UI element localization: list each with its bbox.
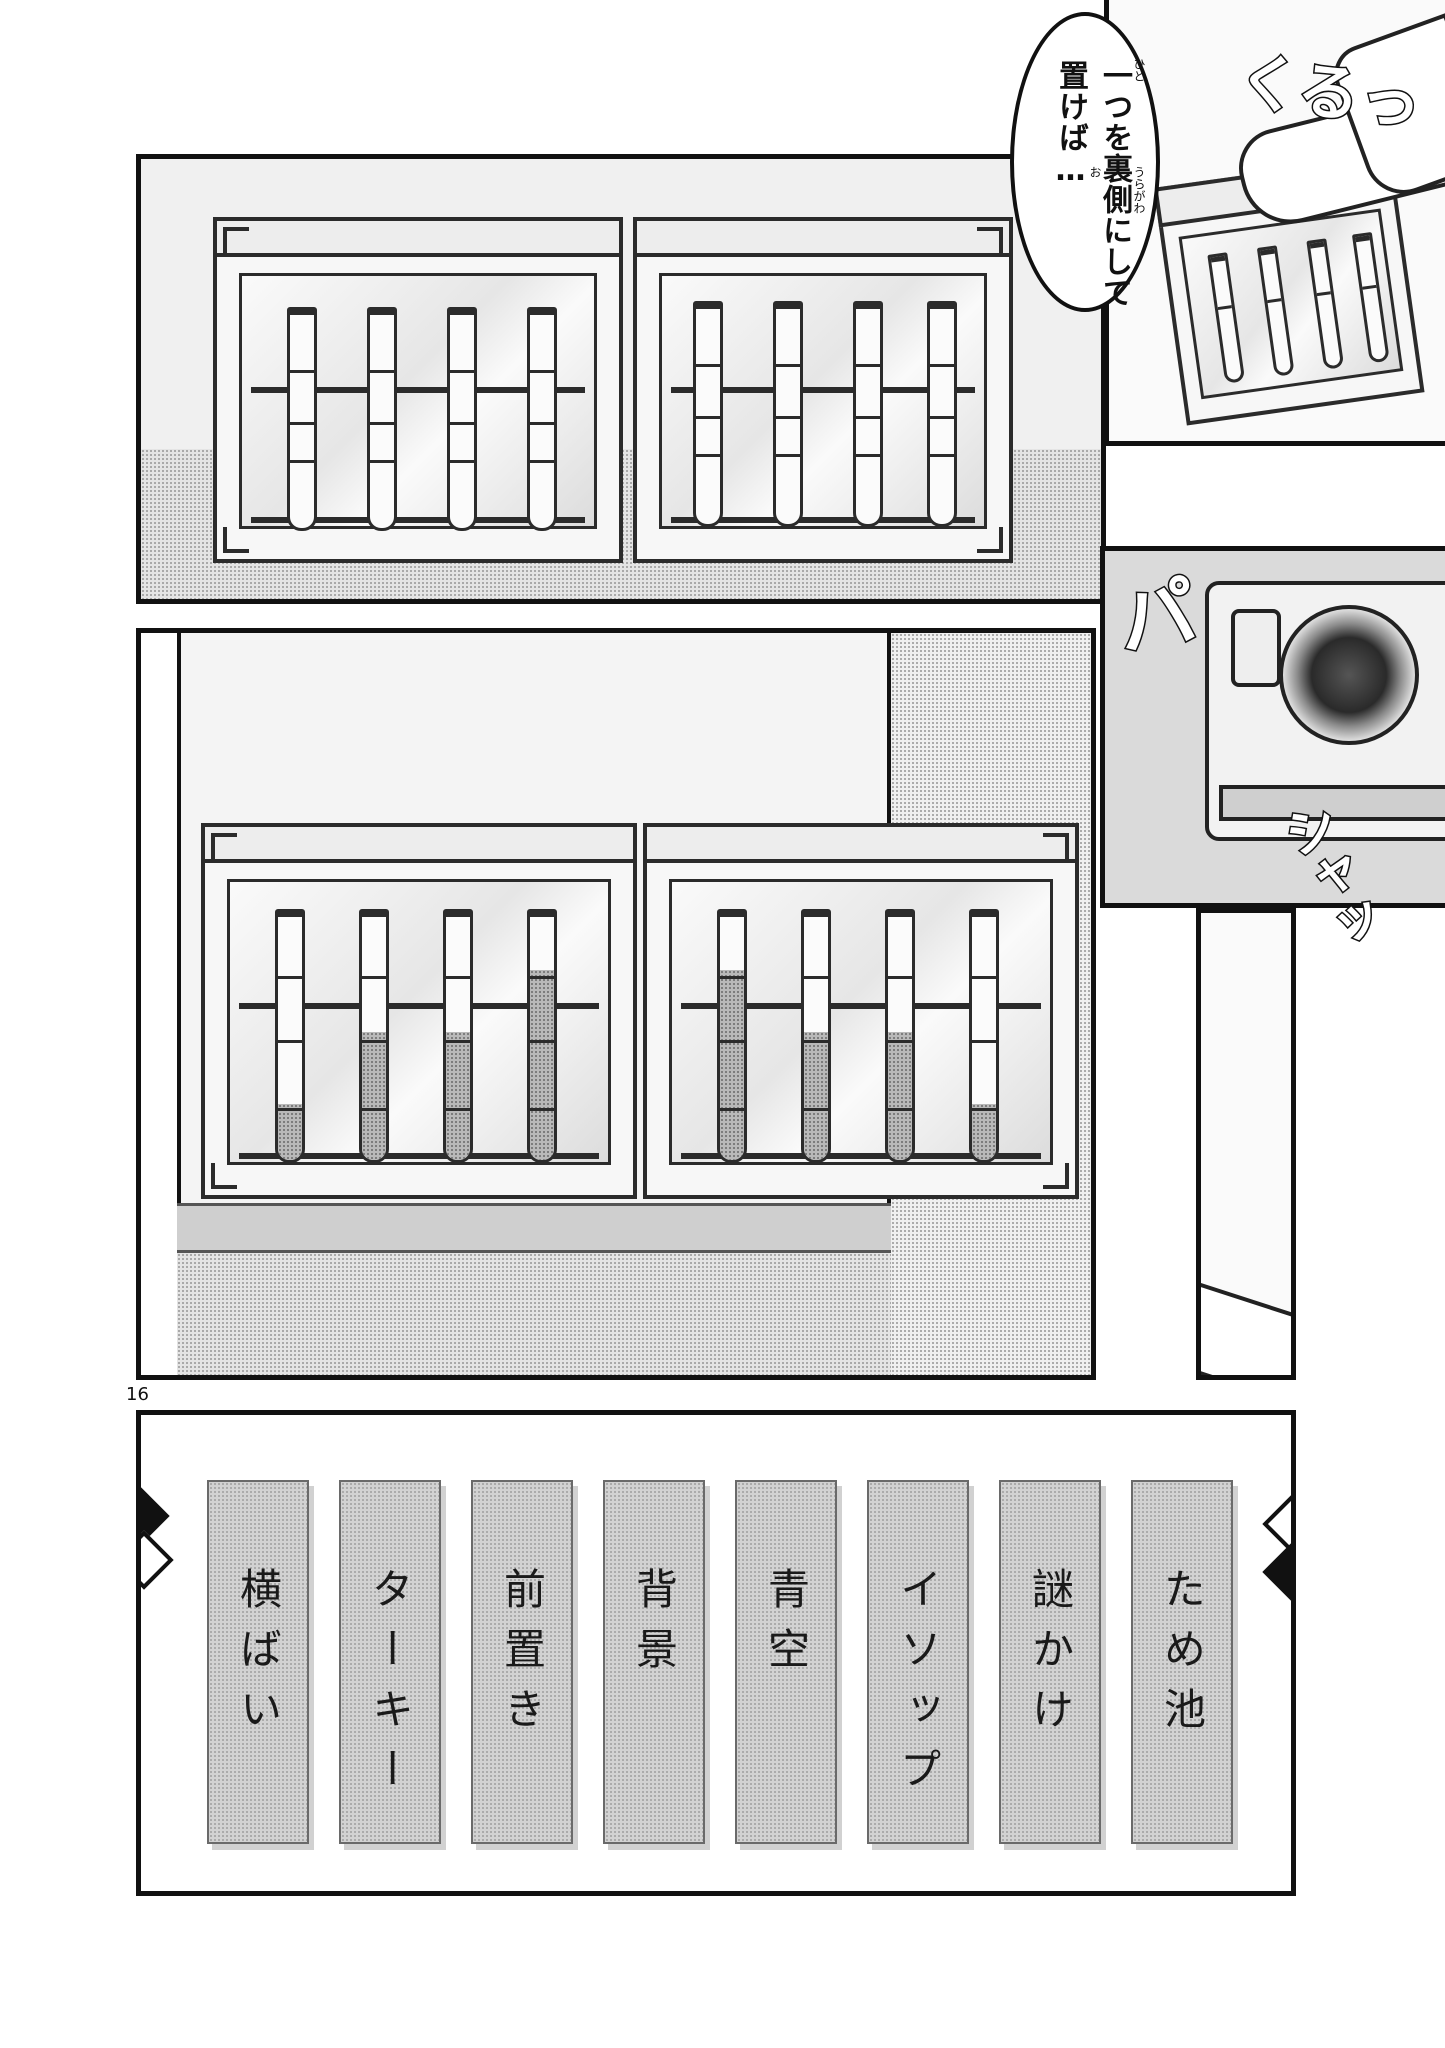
- speech-line-1: 一つを裏側に: [1097, 60, 1132, 246]
- keyword-card-text: イソップ: [893, 1567, 943, 1807]
- test-tube: [287, 307, 317, 531]
- corner-bracket: [223, 227, 249, 253]
- panel-instant-camera: パ: [1100, 546, 1445, 908]
- test-tube: [927, 301, 957, 527]
- speech-bubble: ひと うらがわ お 一つを裏側にして置けば…: [1010, 12, 1160, 312]
- case-rack-shelf: [681, 1003, 1041, 1009]
- keyword-card-text: 背景: [629, 1567, 679, 1687]
- test-tube: [275, 909, 305, 1163]
- test-tube: [447, 307, 477, 531]
- corner-bracket: [223, 527, 249, 553]
- case-lid: [643, 823, 1079, 863]
- panel-floor: [177, 1245, 891, 1375]
- case-lid: [213, 217, 623, 257]
- test-tube: [885, 909, 915, 1163]
- case-lid: [201, 823, 637, 863]
- panel-left-border-strip: [141, 633, 181, 1375]
- keyword-card: 青空: [735, 1480, 837, 1844]
- keyword-card-text: 青空: [761, 1567, 811, 1687]
- finger-illustration: [1201, 1263, 1291, 1375]
- keyword-card-text: 前置き: [497, 1567, 547, 1747]
- test-tube: [527, 307, 557, 531]
- test-tube: [801, 909, 831, 1163]
- camera-film-slot: [1219, 785, 1445, 821]
- test-tube-case-left: [201, 823, 637, 1199]
- case-rack-base: [251, 517, 585, 523]
- case-rack-base: [239, 1153, 599, 1159]
- sfx-pa: パ: [1109, 565, 1204, 670]
- test-tube-case-right: [633, 217, 1013, 563]
- panel-finger-closeup: [1196, 908, 1296, 1380]
- keyword-card: 謎かけ: [999, 1480, 1101, 1844]
- panel-test-tube-cases-liquid: [136, 628, 1096, 1380]
- ruby-uragawa: うらがわ: [1132, 166, 1146, 214]
- test-tube: [773, 301, 803, 527]
- corner-bracket: [977, 227, 1003, 253]
- test-tube: [443, 909, 473, 1163]
- corner-bracket: [211, 1163, 237, 1189]
- test-tube: [969, 909, 999, 1163]
- panel-keyword-cards: ため池 謎かけ イソップ 青空 背景 前置き ターキー 横ばい: [136, 1410, 1296, 1896]
- ruby-o: お: [1088, 166, 1102, 178]
- camera-lens: [1279, 605, 1419, 745]
- keyword-card-text: 横ばい: [233, 1567, 283, 1747]
- keyword-card: 背景: [603, 1480, 705, 1844]
- keyword-card: 横ばい: [207, 1480, 309, 1844]
- case-lid: [633, 217, 1013, 257]
- panel-hand-flipping-case: [1104, 0, 1445, 446]
- case-rack-shelf: [251, 387, 585, 393]
- keyword-card: ため池: [1131, 1480, 1233, 1844]
- case-rack-base: [671, 517, 975, 523]
- corner-bracket: [1043, 1163, 1069, 1189]
- ruby-hito: ひと: [1132, 58, 1146, 82]
- case-rack-shelf: [671, 387, 975, 393]
- test-tube-case-left: [213, 217, 623, 563]
- keyword-card: 前置き: [471, 1480, 573, 1844]
- test-tube: [717, 909, 747, 1163]
- test-tube: [853, 301, 883, 527]
- keyword-card-text: ため池: [1157, 1567, 1207, 1747]
- table-edge: [177, 1203, 891, 1253]
- corner-bracket: [1043, 833, 1069, 859]
- corner-bracket: [211, 833, 237, 859]
- speech-line-2: して置けば…: [1053, 60, 1132, 308]
- keyword-card: イソップ: [867, 1480, 969, 1844]
- diamond-ornament-left: [141, 1530, 174, 1590]
- page-number: 16: [126, 1384, 149, 1405]
- test-tube: [359, 909, 389, 1163]
- keyword-card-text: 謎かけ: [1025, 1567, 1075, 1747]
- keyword-card: ターキー: [339, 1480, 441, 1844]
- panel-test-tube-cases-top: [136, 154, 1106, 604]
- keyword-card-text: ターキー: [365, 1567, 415, 1807]
- case-rack-shelf: [239, 1003, 599, 1009]
- case-rack-base: [681, 1153, 1041, 1159]
- instant-camera: [1205, 581, 1445, 841]
- corner-bracket: [977, 527, 1003, 553]
- test-tube: [367, 307, 397, 531]
- speech-text: 一つを裏側にして置けば…: [1048, 60, 1136, 308]
- test-tube: [527, 909, 557, 1163]
- diamond-ornament-right: [1262, 1542, 1291, 1602]
- test-tube: [693, 301, 723, 527]
- test-tube-case-right: [643, 823, 1079, 1199]
- camera-viewfinder: [1231, 609, 1281, 687]
